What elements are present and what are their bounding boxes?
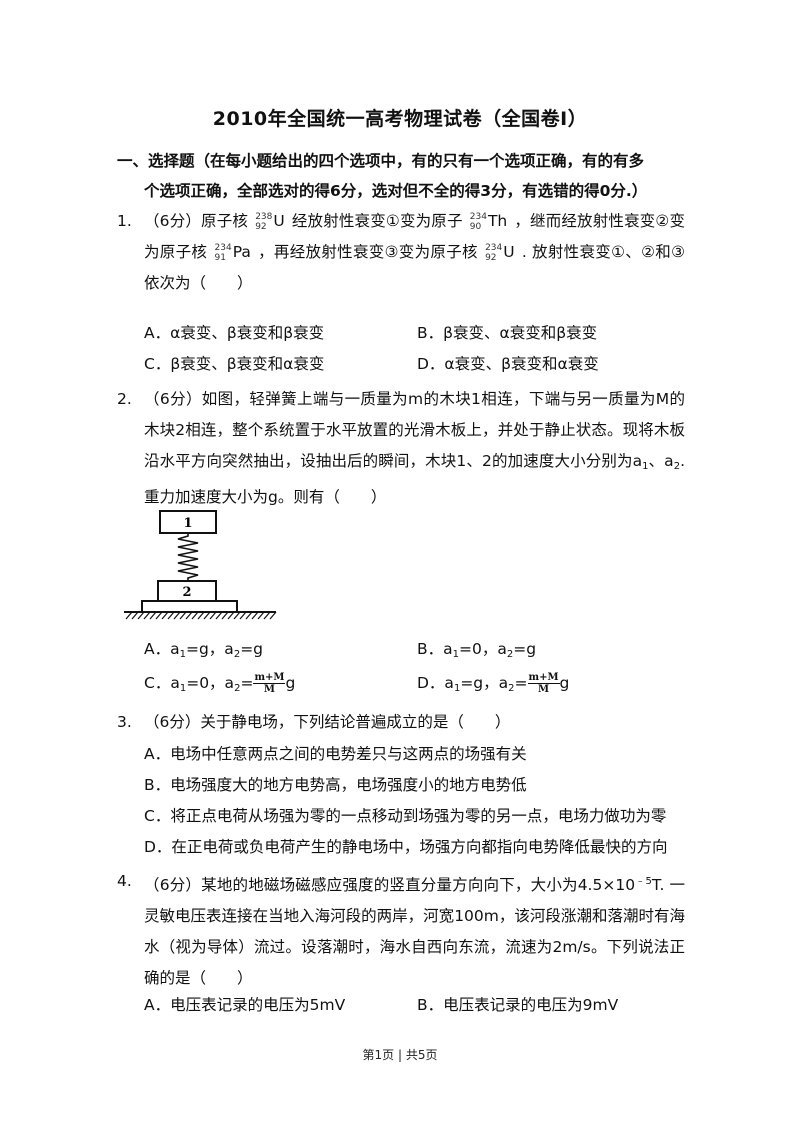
section-heading-line2: 个选项正确，全部选对的得6分，选对但不全的得3分，有选错的得0分.）	[144, 182, 648, 200]
spring	[177, 533, 199, 581]
section-heading-line1: 一、选择题（在每小题给出的四个选项中，有的只有一个选项正确，有的有多	[117, 152, 645, 170]
q4-option-b: B．电压表记录的电压为9mV	[417, 996, 619, 1014]
question-number: 1.	[117, 212, 132, 230]
question-number: 2.	[117, 390, 132, 408]
spring-blocks-figure: 1 2	[124, 510, 277, 620]
question-number: 3.	[117, 713, 132, 731]
q4-option-a: A．电压表记录的电压为5mV	[144, 996, 346, 1014]
question-2: 2. （6分）如图，轻弹簧上端与一质量为m的木块1相连，下端与另一质量为M的木块…	[117, 384, 685, 513]
block-1-label: 1	[183, 516, 192, 531]
question-text: （6分）关于静电场，下列结论普遍成立的是（ ）	[144, 713, 511, 731]
board	[141, 600, 238, 613]
q3-option-d: D．在正电荷或负电荷产生的静电场中，场强方向都指向电势降低最快的方向	[144, 838, 668, 856]
exam-title: 2010年全国统一高考物理试卷（全国卷Ⅰ）	[212, 108, 588, 130]
q2-option-b: B．a1=0，a2=g	[417, 640, 537, 660]
question-text: （6分）如图，轻弹簧上端与一质量为m的木块1相连，下端与另一质量为M的木块2相连…	[144, 390, 685, 506]
q1-option-c: C．β衰变、β衰变和α衰变	[144, 355, 325, 373]
question-text: （6分）某地的地磁场磁感应强度的竖直分量方向向下，大小为4.5×10﹣5T. 一…	[144, 876, 685, 987]
block-2-label: 2	[182, 585, 191, 600]
q3-option-b: B．电场强度大的地方电势高，电场强度小的地方电势低	[144, 776, 527, 794]
q3-option-c: C．将正点电荷从场强为零的一点移动到场强为零的另一点，电场力做功为零	[144, 807, 667, 825]
question-3: 3. （6分）关于静电场，下列结论普遍成立的是（ ）	[117, 707, 685, 738]
section-heading: 一、选择题（在每小题给出的四个选项中，有的只有一个选项正确，有的有多 个选项正确…	[117, 146, 687, 206]
q1-option-b: B．β衰变、α衰变和β衰变	[417, 324, 598, 342]
question-4: 4. （6分）某地的地磁场磁感应强度的竖直分量方向向下，大小为4.5×10﹣5T…	[117, 866, 685, 994]
q1-option-d: D．α衰变、β衰变和α衰变	[417, 355, 599, 373]
ground-hatching	[125, 611, 277, 620]
q2-option-a: A．a1=g，a2=g	[144, 640, 264, 660]
q1-option-a: A．α衰变、β衰变和β衰变	[144, 324, 325, 342]
question-number: 4.	[117, 872, 132, 890]
q3-option-a: A．电场中任意两点之间的电势差只与这两点的场强有关	[144, 745, 527, 763]
page-footer: 第1页 | 共5页	[362, 1048, 438, 1062]
